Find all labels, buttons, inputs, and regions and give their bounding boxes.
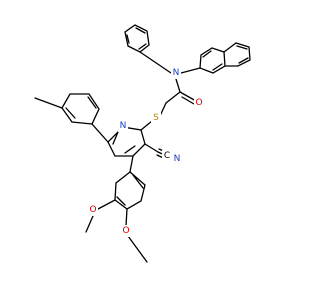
dimethoxyphenyl-ring <box>114 171 146 210</box>
sulfur-atom: S <box>151 112 161 124</box>
svg-text:N: N <box>173 68 180 78</box>
pyridine-nitrogen-atom: N <box>118 120 128 132</box>
phenyl-ring <box>124 24 150 53</box>
carbonyl-to-ch2-bond <box>165 91 181 104</box>
svg-text:N: N <box>174 154 181 164</box>
methoxy-oxygen-atom-1: O <box>88 204 98 216</box>
s-to-pyridine-bond <box>140 120 153 131</box>
svg-text:O: O <box>89 205 96 215</box>
molecule-structure-diagram: S N N N C O O O <box>34 24 251 263</box>
amide-nitrogen-atom: N <box>171 67 181 79</box>
carbonyl-double-bond-b <box>181 96 195 105</box>
phenyl-to-n-bond <box>139 51 172 74</box>
svg-text:N: N <box>120 121 127 131</box>
nitrile-carbon-atom: C <box>162 150 172 162</box>
svg-text:O: O <box>195 98 202 108</box>
svg-text:C: C <box>164 151 170 161</box>
naphthyl-ring-b <box>223 42 251 67</box>
carbonyl-double-bond-a <box>179 91 197 102</box>
n-to-naphthyl-bond <box>180 67 201 74</box>
methoxy-oxygen-atom-2: O <box>121 225 131 237</box>
svg-text:O: O <box>122 226 129 236</box>
tolyl-ring <box>61 93 100 125</box>
n-to-carbonyl-bond <box>175 78 181 93</box>
naphthyl-ring-a <box>199 47 226 74</box>
nitrile-bond <box>144 143 159 153</box>
pyridine-to-tolyl-bond <box>91 123 109 143</box>
tolyl-methyl-bond <box>34 97 63 109</box>
nitrile-nitrogen-atom: N <box>172 153 182 165</box>
carbonyl-oxygen-atom: O <box>194 97 204 109</box>
svg-text:S: S <box>153 113 159 123</box>
bond-lines <box>34 24 251 263</box>
methoxy-o2-bond <box>125 208 128 227</box>
methoxy-o2-methyl-bond <box>127 235 148 263</box>
methoxy-o1-methyl-bond <box>85 215 94 233</box>
pyridine-to-aryl-bond <box>129 155 134 173</box>
methoxy-o1-bond <box>97 199 116 210</box>
atom-labels: S N N N C O O O <box>88 67 204 237</box>
